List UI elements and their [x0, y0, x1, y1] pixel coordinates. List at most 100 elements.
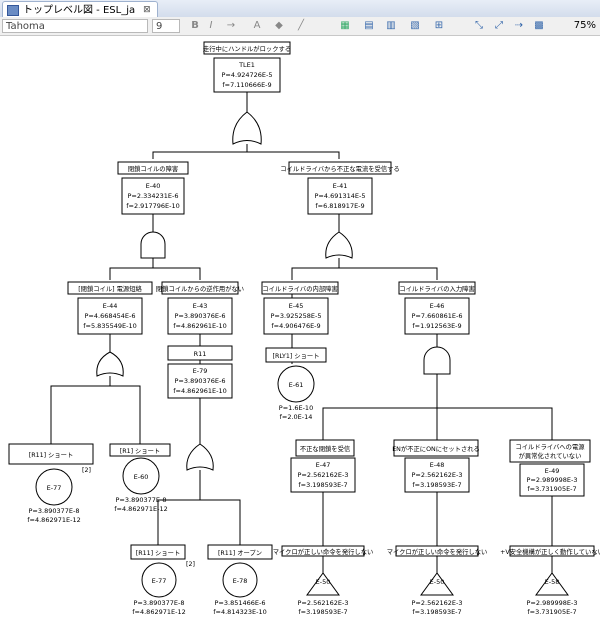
event-p: P=3.890376E-6 [175, 377, 226, 385]
basic-event-r11-short[interactable]: [R11] ショート [2] E-77 P=3.890377E-8 f=4.86… [8, 443, 94, 524]
top-event[interactable]: 走行中にハンドルがロックする TLE1 P=4.924726E-5 f=7.11… [203, 41, 291, 93]
arrange-icon[interactable]: ▤ [364, 20, 374, 31]
event-p: P=2.562162E-3 [412, 471, 463, 479]
diagram-icon [7, 4, 19, 16]
line-color-icon[interactable]: ╱ [297, 20, 305, 31]
event-p: P=7.660861E-6 [412, 312, 463, 320]
basic-event-r11-short-2[interactable]: [R11] ショート [2] E-77 P=3.890377E-8 f=4.86… [130, 544, 195, 616]
transfer-triangle-icon [306, 572, 340, 596]
connector-icon[interactable]: ⤢ [495, 20, 503, 31]
top-event-title: 走行中にハンドルがロックする [203, 44, 291, 53]
event-title: [R11] オープン [218, 549, 262, 557]
event-id: E-58 [545, 578, 560, 586]
basic-event-r11-open[interactable]: [R11] オープン E-78 P=3.851466E-6 f=4.814323… [207, 544, 273, 616]
event-id: E-60 [134, 473, 149, 481]
font-family-select[interactable]: Tahoma [2, 19, 148, 33]
event-r11[interactable]: R11 E-79 P=3.890376E-6 f=4.862961E-10 [167, 345, 233, 399]
event-f: f=4.862971E-12 [27, 516, 80, 524]
align-icon[interactable]: ▥ [386, 20, 396, 31]
event-f: f=3.731905E-7 [527, 608, 576, 616]
top-event-f: f=7.110666E-9 [222, 81, 271, 89]
event-id: E-48 [430, 461, 445, 469]
transfer-triangle-icon [535, 572, 569, 596]
or-gate-icon[interactable] [186, 443, 214, 471]
event-f: f=2.917796E-10 [126, 202, 179, 210]
event-p: P=2.989998E-3 [527, 476, 578, 484]
distribute-icon[interactable]: ▧ [410, 20, 420, 31]
font-size-select[interactable]: 9 [152, 19, 180, 33]
basic-event-r1-short[interactable]: [R1] ショート E-60 P=3.890377E-8 f=4.862971E… [109, 443, 171, 513]
event-p: P=1.6E-10 [279, 404, 313, 412]
top-event-p: P=4.924726E-5 [222, 71, 273, 79]
event-title-line2: が異常化されていない [519, 451, 582, 460]
event-e46[interactable]: コイルドライバの入力障害 E-46 P=7.660861E-6 f=1.9125… [398, 281, 476, 335]
event-p: P=2.334231E-6 [128, 192, 179, 200]
event-f: f=1.912563E-9 [412, 322, 461, 330]
tab-title: トップレベル図 - ESL_ja [23, 4, 136, 16]
event-id: E-77 [47, 484, 62, 492]
event-id: E-40 [146, 182, 161, 190]
event-id: E-43 [193, 302, 208, 310]
close-icon[interactable]: ⊠ [143, 4, 151, 15]
event-title: R11 [194, 350, 207, 358]
size-icon[interactable]: ⊞ [434, 20, 444, 31]
tab-top-level-diagram[interactable]: トップレベル図 - ESL_ja ⊠ [2, 1, 158, 18]
event-e45[interactable]: コイルドライバの内部障害 E-45 P=3.925258E-5 f=4.9064… [261, 281, 339, 335]
event-title: マイクロが正しい命令を発行しない [387, 547, 488, 556]
event-e49[interactable]: コイルドライバへの電源 が異常化されていない E-49 P=2.989998E-… [509, 439, 591, 497]
event-p: P=3.890376E-6 [175, 312, 226, 320]
editor-tab-bar: トップレベル図 - ESL_ja ⊠ [0, 0, 600, 18]
repeat-badge: [2] [82, 467, 91, 474]
event-e47[interactable]: 不正な閉鎖を受信 E-47 P=2.562162E-3 f=3.198593E-… [290, 439, 356, 493]
italic-button[interactable]: I [209, 20, 213, 31]
event-title: 閉鎖コイルの障害 [128, 164, 178, 173]
event-f: f=4.862961E-10 [173, 322, 226, 330]
or-gate-icon[interactable] [96, 351, 124, 377]
event-title: 閉鎖コイルからの逆作用がない [156, 284, 244, 293]
event-id: E-79 [193, 367, 208, 375]
event-id: E-44 [103, 302, 118, 310]
event-e40[interactable]: 閉鎖コイルの障害 E-40 P=2.334231E-6 f=2.917796E-… [117, 161, 189, 215]
bold-button[interactable]: B [191, 20, 199, 31]
basic-event-rly1[interactable]: [RLY1] ショート E-61 P=1.6E-10 f=2.0E-14 [265, 347, 327, 421]
route-icon[interactable]: ⤡ [475, 20, 483, 31]
format-toolbar: Tahoma 9 B I → A ◆ ╱ ▦ ▤ ▥ ▧ ⊞ ⤡ ⤢ ⇢ ▩ 7… [0, 17, 600, 36]
repeat-badge: [2] [186, 561, 195, 568]
event-title: [R1] ショート [120, 448, 160, 455]
event-title: マイクロが正しい命令を発行しない [273, 547, 374, 556]
transfer-event-m3[interactable]: +V安全機構が正しく動作していない E-58 P=2.989998E-3 f=3… [500, 545, 600, 616]
event-f: f=5.835549E-10 [83, 322, 136, 330]
layout-icon[interactable]: ▦ [340, 20, 350, 31]
event-e44[interactable]: [閉鎖コイル] 電源短絡 E-44 P=4.668454E-6 f=5.8355… [67, 281, 153, 335]
event-p: P=3.925258E-5 [271, 312, 322, 320]
event-e48[interactable]: ENが不正にONにセットされる E-48 P=2.562162E-3 f=3.1… [392, 439, 480, 493]
event-e41[interactable]: コイルドライバから不正な電流を受信する E-41 P=4.691314E-5 f… [280, 161, 400, 215]
event-id: E-50 [430, 578, 445, 586]
font-color-button[interactable]: A [253, 20, 261, 31]
event-f: f=2.0E-14 [280, 413, 313, 421]
transfer-triangle-icon [420, 572, 454, 596]
event-id: E-45 [289, 302, 304, 310]
event-title: コイルドライバから不正な電流を受信する [280, 164, 400, 173]
event-id: E-78 [233, 577, 248, 585]
event-f: f=3.198593E-7 [298, 608, 347, 616]
fill-color-icon[interactable]: ◆ [275, 20, 283, 31]
zoom-level[interactable]: 75% [573, 20, 596, 31]
event-title: ENが不正にONにセットされる [392, 444, 480, 453]
line-style-button[interactable]: → [226, 20, 236, 31]
transfer-event-m1[interactable]: マイクロが正しい命令を発行しない E-50 P=2.562162E-3 f=3.… [273, 545, 374, 616]
event-e43[interactable]: 閉鎖コイルからの逆作用がない E-43 P=3.890376E-6 f=4.86… [156, 281, 244, 335]
link-icon[interactable]: ⇢ [514, 20, 524, 31]
transfer-event-m2[interactable]: マイクロが正しい命令を発行しない E-50 P=2.562162E-3 f=3.… [387, 545, 488, 616]
grid-icon[interactable]: ▩ [534, 20, 544, 31]
event-p: P=2.562162E-3 [298, 599, 349, 607]
and-gate-icon[interactable] [140, 231, 166, 259]
event-f: f=3.731905E-7 [527, 485, 576, 493]
connector-lines [50, 92, 553, 574]
or-gate-icon[interactable] [325, 231, 353, 259]
top-event-id: TLE1 [238, 61, 255, 69]
event-p: P=3.851466E-6 [215, 599, 266, 607]
fault-tree-diagram: 走行中にハンドルがロックする TLE1 P=4.924726E-5 f=7.11… [8, 41, 600, 616]
and-gate-icon[interactable] [423, 346, 451, 375]
or-gate-icon[interactable] [232, 111, 262, 145]
